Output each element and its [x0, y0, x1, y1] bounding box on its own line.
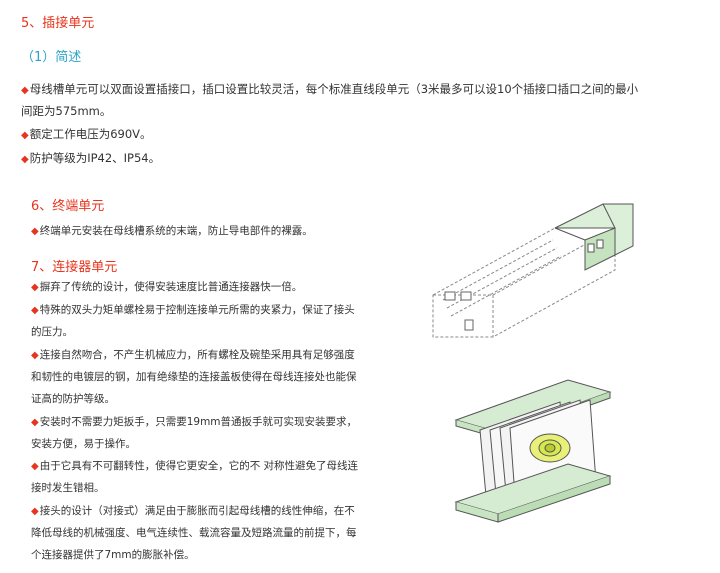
section5-line-3: ◆额定工作电压为690V。 — [21, 127, 152, 141]
bullet-icon: ◆ — [31, 417, 39, 428]
bullet-icon: ◆ — [31, 350, 39, 361]
section5-subheading: （1）简述 — [21, 50, 82, 65]
section7-line-11: ◆接头的设计（对接式）满足由于膨胀而引起母线槽的线性伸缩，在不 — [31, 505, 355, 517]
bullet-icon: ◆ — [31, 226, 39, 237]
bullet-icon: ◆ — [21, 85, 29, 96]
bullet-icon: ◆ — [31, 506, 39, 517]
section7-line-9: ◆由于它具有不可翻转性，使得它更安全，它的不 对称性避免了母线连 — [31, 460, 359, 472]
connector-unit-diagram — [454, 379, 612, 523]
section7-line-5: 和韧性的电镀层的钢，加有绝缘垫的连接盖板使得在母线连接处也能保 — [31, 371, 357, 383]
bullet-icon: ◆ — [21, 130, 29, 141]
section7-line-10: 接时发生错相。 — [31, 482, 105, 494]
section5-heading: 5、插接单元 — [21, 16, 95, 31]
bullet-icon: ◆ — [31, 305, 39, 316]
section5-line-2: 间距为575mm。 — [21, 104, 112, 118]
section7-line-6: 证高的防护等级。 — [31, 393, 115, 405]
section6-heading: 6、终端单元 — [31, 199, 105, 214]
section7-line-8: 安装方便，易于操作。 — [31, 438, 136, 450]
section5-line-4: ◆防护等级为IP42、IP54。 — [21, 151, 161, 165]
bullet-icon: ◆ — [21, 154, 29, 165]
bullet-icon: ◆ — [31, 282, 39, 293]
section7-line-1: ◆摒弃了传统的设计，使得安装速度比普通连接器快一倍。 — [31, 281, 303, 293]
section7-line-3: 的压力。 — [31, 326, 73, 338]
section5-line-1: ◆母线槽单元可以双面设置插接口，插口设置比较灵活，每个标准直线段单元（3米最多可… — [21, 82, 639, 96]
bullet-icon: ◆ — [31, 461, 39, 472]
section6-line-1: ◆终端单元安装在母线槽系统的末端，防止导电部件的裸露。 — [31, 225, 313, 237]
section7-line-12: 降低母线的机械强度、电气连续性、载流容量及短路流量的前提下，每 — [31, 527, 357, 539]
end-unit-diagram — [432, 203, 634, 338]
section7-line-4: ◆连接自然吻合，不产生机械应力，所有螺栓及碗垫采用具有足够强度 — [31, 349, 355, 361]
section7-heading: 7、连接器单元 — [31, 260, 118, 275]
section7-line-13: 个连接器提供了7mm的膨胀补偿。 — [31, 549, 195, 561]
section7-line-2: ◆特殊的双头力矩单螺栓易于控制连接单元所需的夹紧力，保证了接头 — [31, 304, 355, 316]
section7-line-7: ◆安装时不需要力矩扳手，只需要19mm普通扳手就可实现安装要求， — [31, 416, 358, 428]
